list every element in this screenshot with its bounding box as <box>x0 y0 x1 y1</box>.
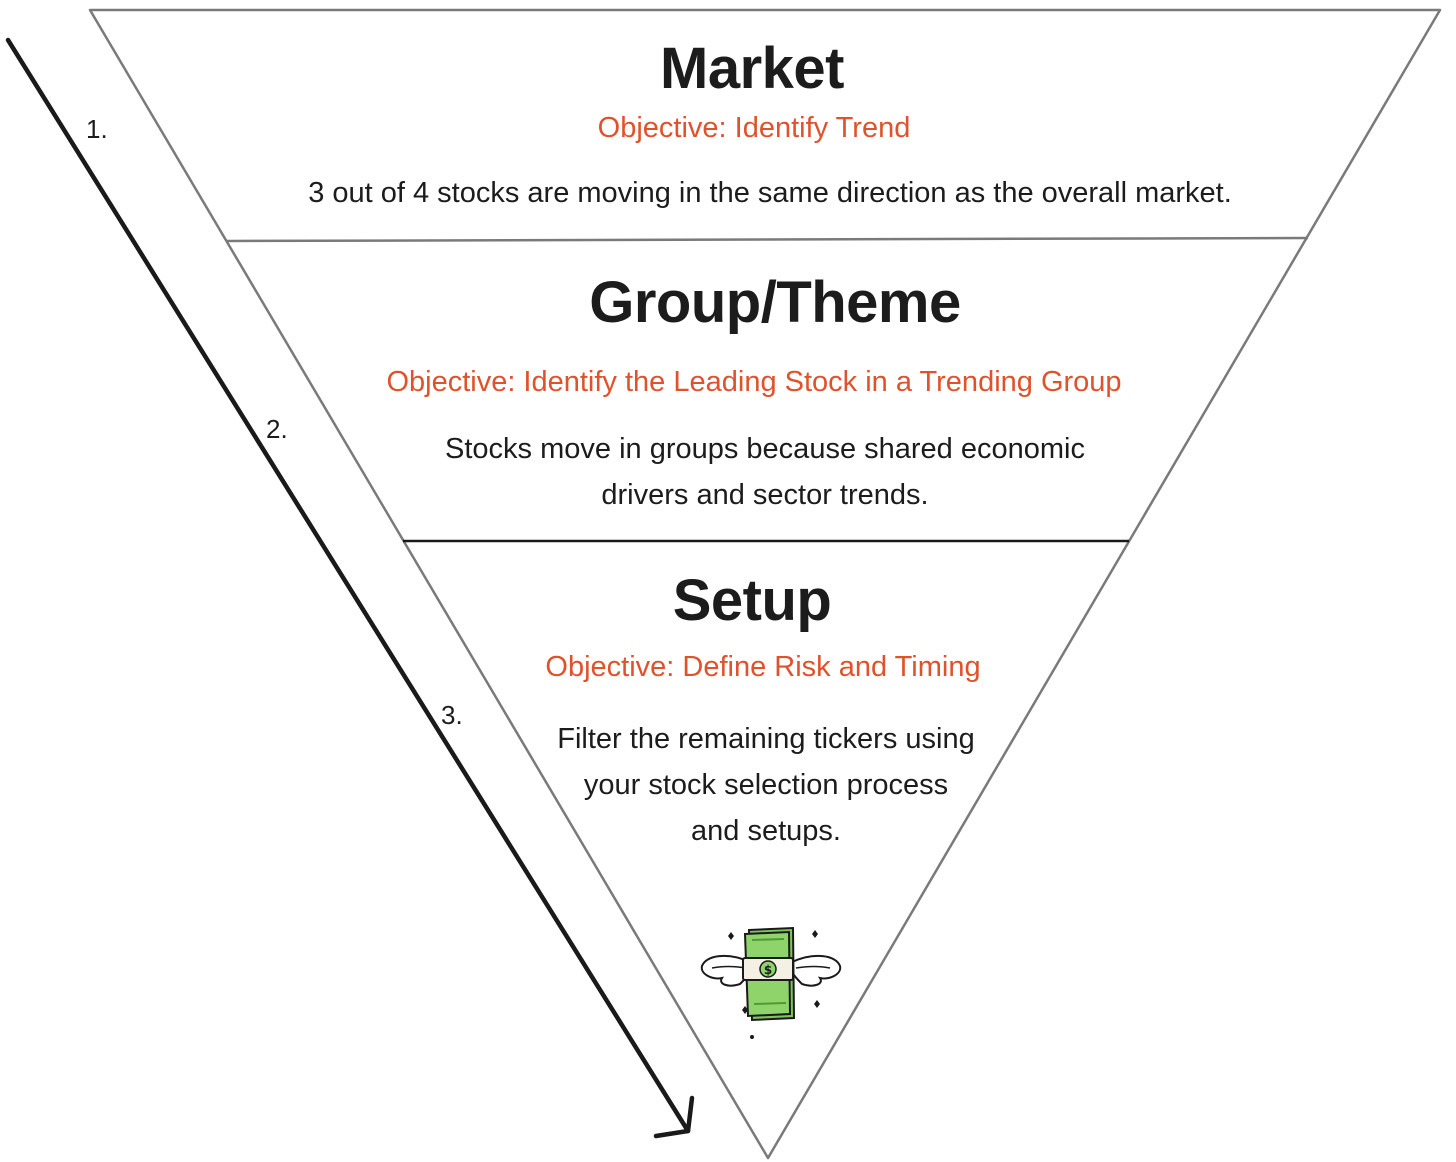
group-theme-objective: Objective: Identify the Leading Stock in… <box>386 366 1122 398</box>
group-theme-description: Stocks move in groups because shared eco… <box>445 433 1085 511</box>
flying-money-icon: $ <box>700 926 842 1039</box>
progression-arrow-shaft <box>5 37 691 1134</box>
market-description: 3 out of 4 stocks are moving in the same… <box>308 177 1232 209</box>
svg-text:$: $ <box>764 963 772 977</box>
progression-arrow-head <box>653 1095 695 1139</box>
market-objective: Objective: Identify Trend <box>597 112 911 144</box>
group-theme-title: Group/Theme <box>589 270 961 335</box>
step-number-3: 3. <box>441 700 463 730</box>
step-number-1: 1. <box>86 114 108 144</box>
divider-market-group <box>226 236 1309 243</box>
setup-description: Filter the remaining tickers using your … <box>557 723 975 847</box>
funnel-outline <box>88 8 1442 1160</box>
setup-title: Setup <box>672 568 832 633</box>
setup-objective: Objective: Define Risk and Timing <box>545 651 981 683</box>
step-number-2: 2. <box>266 414 288 444</box>
market-title: Market <box>660 36 844 101</box>
